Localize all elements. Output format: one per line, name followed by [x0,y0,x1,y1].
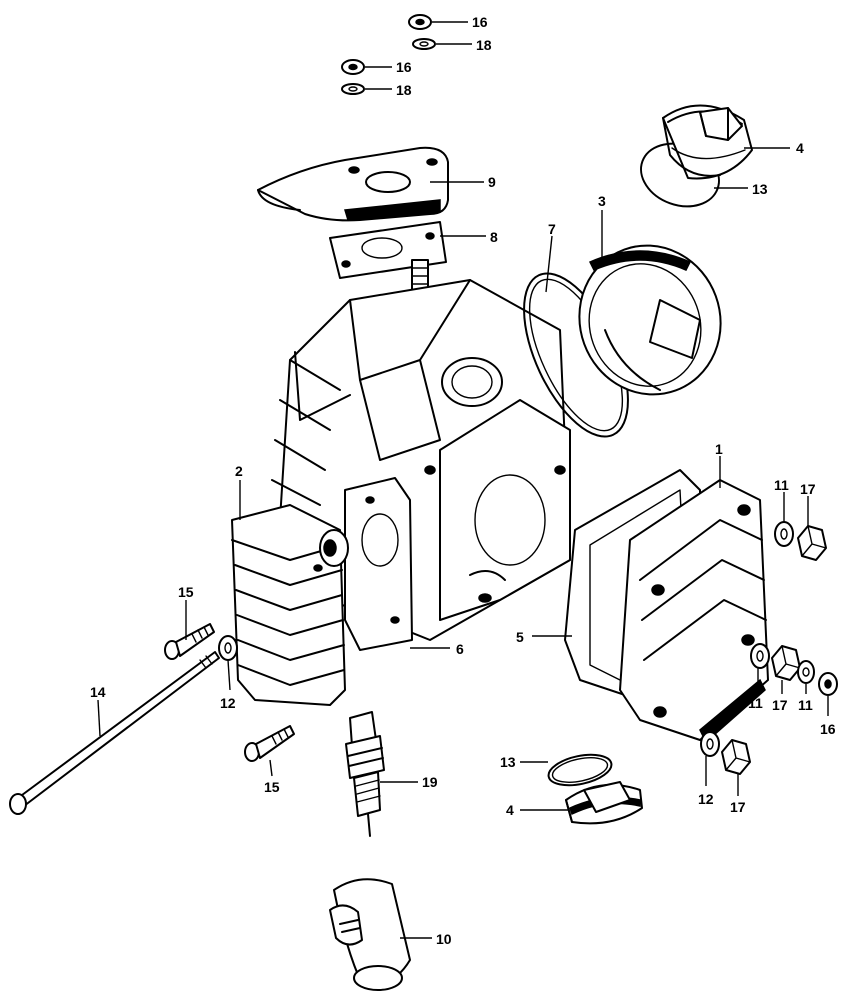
callout-11: 11 [798,697,813,713]
callout-19: 19 [422,774,438,790]
callout-7: 7 [548,221,556,237]
callout-11: 11 [774,477,789,493]
nut-17-a [797,525,827,561]
callout-17: 17 [730,799,746,815]
o-ring-13-lower [547,753,613,787]
callout-13: 13 [752,181,768,197]
nut-16-top [408,14,432,30]
callout-6: 6 [456,641,464,657]
callout-3: 3 [598,193,606,209]
nut-17-c [721,739,751,775]
washer-11-c [797,660,815,684]
callout-5: 5 [516,629,524,645]
long-stud-14 [9,651,220,815]
gasket-6 [344,477,413,651]
callout-4: 4 [506,802,514,818]
callout-4: 4 [796,140,804,156]
callout-8: 8 [490,229,498,245]
callout-11: 11 [748,695,763,711]
spark-plug-19 [345,711,385,837]
filler-cap-top [640,104,753,208]
washer-12-left [218,635,238,661]
head-cover-1 [619,479,769,744]
side-cover-3 [578,244,722,396]
cylinder-2 [231,504,349,706]
washer-11-a [774,521,794,547]
washer-11-b [750,643,770,669]
callout-15: 15 [178,584,194,600]
intake-flange-9 [257,146,449,222]
callout-18: 18 [476,37,492,53]
callout-2: 2 [235,463,243,479]
plug-cap-10 [329,878,411,991]
callout-16: 16 [396,59,412,75]
callout-13: 13 [500,754,516,770]
washer-12-right [700,731,720,757]
washer-18-top [412,38,436,50]
callout-14: 14 [90,684,106,700]
oil-cap-4-lower [565,781,643,825]
callout-labels: 16 18 16 18 4 13 9 8 3 7 2 1 11 17 5 6 1… [90,14,836,947]
callout-12: 12 [698,791,714,807]
leader-lines [97,21,829,939]
bolt-15-lower [244,725,295,762]
callout-12: 12 [220,695,236,711]
callout-17: 17 [800,481,816,497]
nut-16-upper [341,59,365,75]
washer-18-upper [341,83,365,95]
bolt-15-upper [164,623,215,660]
callout-18: 18 [396,82,412,98]
nut-17-b [771,645,801,681]
callout-15: 15 [264,779,280,795]
callout-1: 1 [715,441,723,457]
callout-16: 16 [820,721,836,737]
nut-16-right [818,672,838,696]
callout-16: 16 [472,14,488,30]
callout-17: 17 [772,697,788,713]
callout-9: 9 [488,174,496,190]
callout-10: 10 [436,931,452,947]
